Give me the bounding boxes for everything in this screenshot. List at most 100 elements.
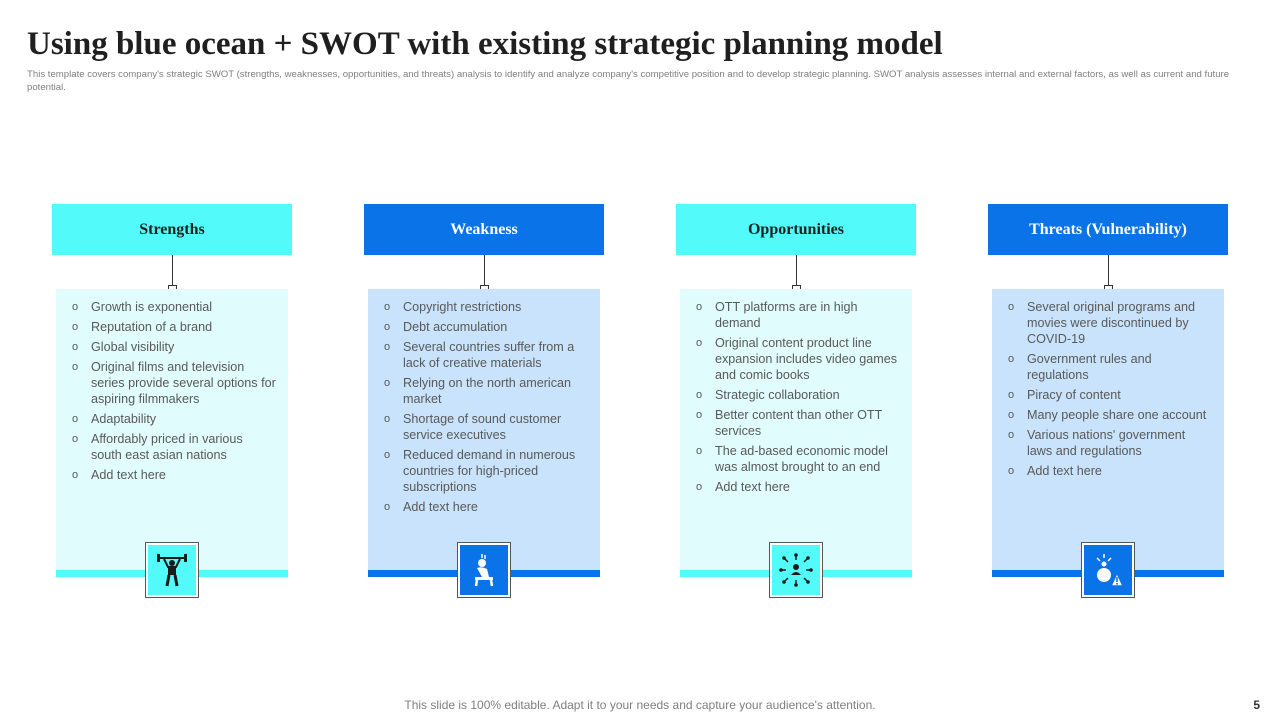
connector-line bbox=[172, 255, 173, 288]
bullet-icon: o bbox=[384, 413, 391, 425]
bullet-icon: o bbox=[1008, 301, 1015, 313]
list-item: o Several countries suffer from a lack of… bbox=[384, 339, 588, 371]
bullet-icon: o bbox=[696, 409, 703, 421]
list-item-text: Growth is exponential bbox=[91, 300, 213, 314]
list-item: o Original content product line expansion… bbox=[696, 335, 900, 383]
bullet-icon: o bbox=[1008, 429, 1015, 441]
list-item: o Strategic collaboration bbox=[696, 387, 900, 403]
bullet-icon: o bbox=[696, 445, 703, 457]
column-header-threats: Threats (Vulnerability) bbox=[988, 204, 1228, 255]
list-item-text: OTT platforms are in high demand bbox=[715, 300, 858, 330]
bullet-icon: o bbox=[72, 341, 79, 353]
list-item: o Several original programs and movies we… bbox=[1008, 299, 1212, 347]
bullet-icon: o bbox=[72, 433, 79, 445]
bullet-icon: o bbox=[696, 389, 703, 401]
list-item: o Debt accumulation bbox=[384, 319, 588, 335]
list-item-text: Global visibility bbox=[91, 340, 175, 354]
bullet-icon: o bbox=[384, 377, 391, 389]
weightlifter-icon bbox=[157, 554, 187, 587]
bullet-icon: o bbox=[384, 301, 391, 313]
list-item: o Reduced demand in numerous countries fo… bbox=[384, 447, 588, 495]
list-item-text: Relying on the north american market bbox=[403, 376, 572, 406]
icon-frame bbox=[1081, 542, 1135, 598]
list-item: o Add text here bbox=[1008, 463, 1212, 479]
list-item: o Government rules and regulations bbox=[1008, 351, 1212, 383]
list-item-text: Debt accumulation bbox=[403, 320, 508, 334]
list-item: o Many people share one account bbox=[1008, 407, 1212, 423]
network-people-icon bbox=[779, 553, 813, 587]
page-title: Using blue ocean + SWOT with existing st… bbox=[27, 26, 943, 62]
list-item: o Add text here bbox=[696, 479, 900, 495]
bullet-icon: o bbox=[72, 301, 79, 313]
bullet-icon: o bbox=[1008, 465, 1015, 477]
list-item: o Reputation of a brand bbox=[72, 319, 276, 335]
list-item-text: Reduced demand in numerous countries for… bbox=[403, 448, 576, 494]
list-item: o Various nations' government laws and re… bbox=[1008, 427, 1212, 459]
list-item: o Better content than other OTT services bbox=[696, 407, 900, 439]
list-item-text: Add text here bbox=[715, 480, 790, 494]
bullet-icon: o bbox=[72, 469, 79, 481]
list-item-text: Add text here bbox=[1027, 464, 1102, 478]
list-item-text: Add text here bbox=[403, 500, 478, 514]
list-item-text: Many people share one account bbox=[1027, 408, 1207, 422]
list-item-text: Various nations' government laws and reg… bbox=[1027, 428, 1186, 458]
threat-warning-icon bbox=[1096, 554, 1124, 587]
list-item-text: Strategic collaboration bbox=[715, 388, 840, 402]
list-item-text: Adaptability bbox=[91, 412, 157, 426]
column-header-weakness: Weakness bbox=[364, 204, 604, 255]
bullet-icon: o bbox=[696, 301, 703, 313]
icon-frame bbox=[145, 542, 199, 598]
list-item-text: Government rules and regulations bbox=[1027, 352, 1152, 382]
list-item-text: Copyright restrictions bbox=[403, 300, 522, 314]
list-item: o Add text here bbox=[72, 467, 276, 483]
footer-note: This slide is 100% editable. Adapt it to… bbox=[404, 698, 876, 712]
tired-person-icon bbox=[474, 554, 494, 587]
list-item: o Relying on the north american market bbox=[384, 375, 588, 407]
list-item: o The ad-based economic model was almost … bbox=[696, 443, 900, 475]
bullet-icon: o bbox=[72, 361, 79, 373]
swot-column-opportunities: Opportunities o OTT platforms are in high… bbox=[676, 204, 916, 598]
list-item: o Growth is exponential bbox=[72, 299, 276, 315]
bullet-icon: o bbox=[384, 501, 391, 513]
column-body-threats: o Several original programs and movies we… bbox=[992, 289, 1224, 577]
list-item: o Copyright restrictions bbox=[384, 299, 588, 315]
connector-line bbox=[1108, 255, 1109, 288]
column-header-opportunities: Opportunities bbox=[676, 204, 916, 255]
list-item-text: Add text here bbox=[91, 468, 166, 482]
list-item: o Add text here bbox=[384, 499, 588, 515]
icon-frame bbox=[457, 542, 511, 598]
bullet-icon: o bbox=[72, 321, 79, 333]
page-subtitle: This template covers company's strategic… bbox=[27, 69, 1230, 93]
bullet-icon: o bbox=[1008, 353, 1015, 365]
list-item: o OTT platforms are in high demand bbox=[696, 299, 900, 331]
list-item: o Global visibility bbox=[72, 339, 276, 355]
list-item-text: Several original programs and movies wer… bbox=[1027, 300, 1196, 346]
list-item: o Shortage of sound customer service exec… bbox=[384, 411, 588, 443]
list-item-text: Reputation of a brand bbox=[91, 320, 213, 334]
list-item-text: Better content than other OTT services bbox=[715, 408, 883, 438]
bullet-icon: o bbox=[696, 337, 703, 349]
bullet-icon: o bbox=[1008, 389, 1015, 401]
list-item-text: The ad-based economic model was almost b… bbox=[715, 444, 888, 474]
connector-line bbox=[796, 255, 797, 288]
bullet-icon: o bbox=[384, 449, 391, 461]
page-number: 5 bbox=[1253, 698, 1260, 712]
list-item-text: Several countries suffer from a lack of … bbox=[403, 340, 575, 370]
list-item-text: Original content product line expansion … bbox=[715, 336, 898, 382]
connector-line bbox=[484, 255, 485, 288]
column-header-strengths: Strengths bbox=[52, 204, 292, 255]
bullet-icon: o bbox=[696, 481, 703, 493]
bullet-icon: o bbox=[1008, 409, 1015, 421]
bullet-icon: o bbox=[384, 341, 391, 353]
bullet-icon: o bbox=[384, 321, 391, 333]
list-item-text: Shortage of sound customer service execu… bbox=[403, 412, 562, 442]
list-item-text: Affordably priced in various south east … bbox=[91, 432, 243, 462]
